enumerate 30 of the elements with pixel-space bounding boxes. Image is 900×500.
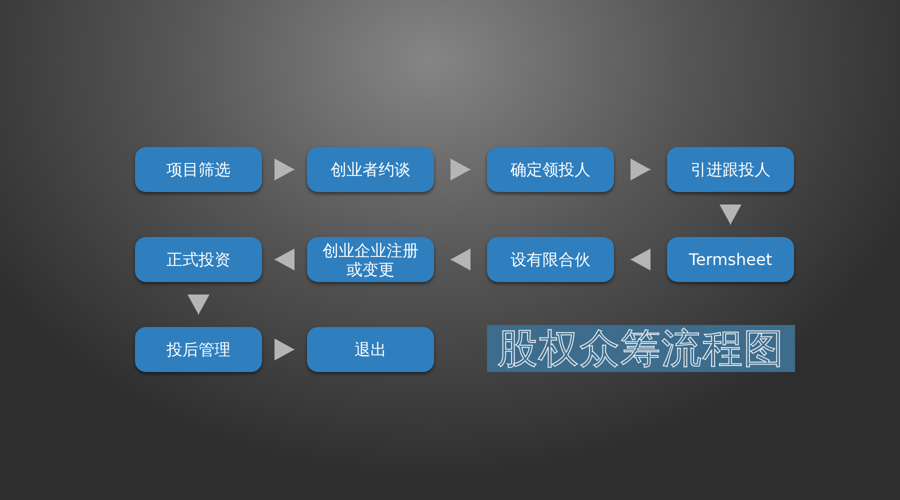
process-box xyxy=(667,237,794,282)
process-box xyxy=(667,147,794,192)
arrow xyxy=(630,158,651,180)
process-box xyxy=(135,327,262,372)
step-label: 创业者约谈 xyxy=(330,160,410,179)
process-box xyxy=(135,147,262,192)
step-label: 引进跟投人 xyxy=(690,160,770,179)
step-label: 确定领投人 xyxy=(510,160,590,179)
title: 股权众筹流程图 xyxy=(498,326,784,370)
process-box xyxy=(487,147,614,192)
arrow xyxy=(274,248,295,270)
arrow xyxy=(720,204,742,225)
arrow xyxy=(450,248,471,270)
process-box xyxy=(307,327,434,372)
step-label: 退出 xyxy=(354,340,386,359)
arrow xyxy=(450,158,471,180)
step-label: 项目筛选 xyxy=(166,160,230,179)
process-box xyxy=(135,237,262,282)
step-label: Termsheet xyxy=(688,250,772,269)
arrow xyxy=(188,294,210,315)
process-box xyxy=(307,147,434,192)
step-label: 创业企业注册或变更 xyxy=(322,240,420,278)
arrow xyxy=(274,158,295,180)
arrow xyxy=(630,248,651,270)
process-box xyxy=(307,237,434,282)
step-label: 投后管理 xyxy=(166,340,230,359)
process-box xyxy=(487,237,614,282)
step-label: 正式投资 xyxy=(166,250,230,269)
arrow xyxy=(274,338,295,360)
step-label: 设有限合伙 xyxy=(510,250,590,269)
